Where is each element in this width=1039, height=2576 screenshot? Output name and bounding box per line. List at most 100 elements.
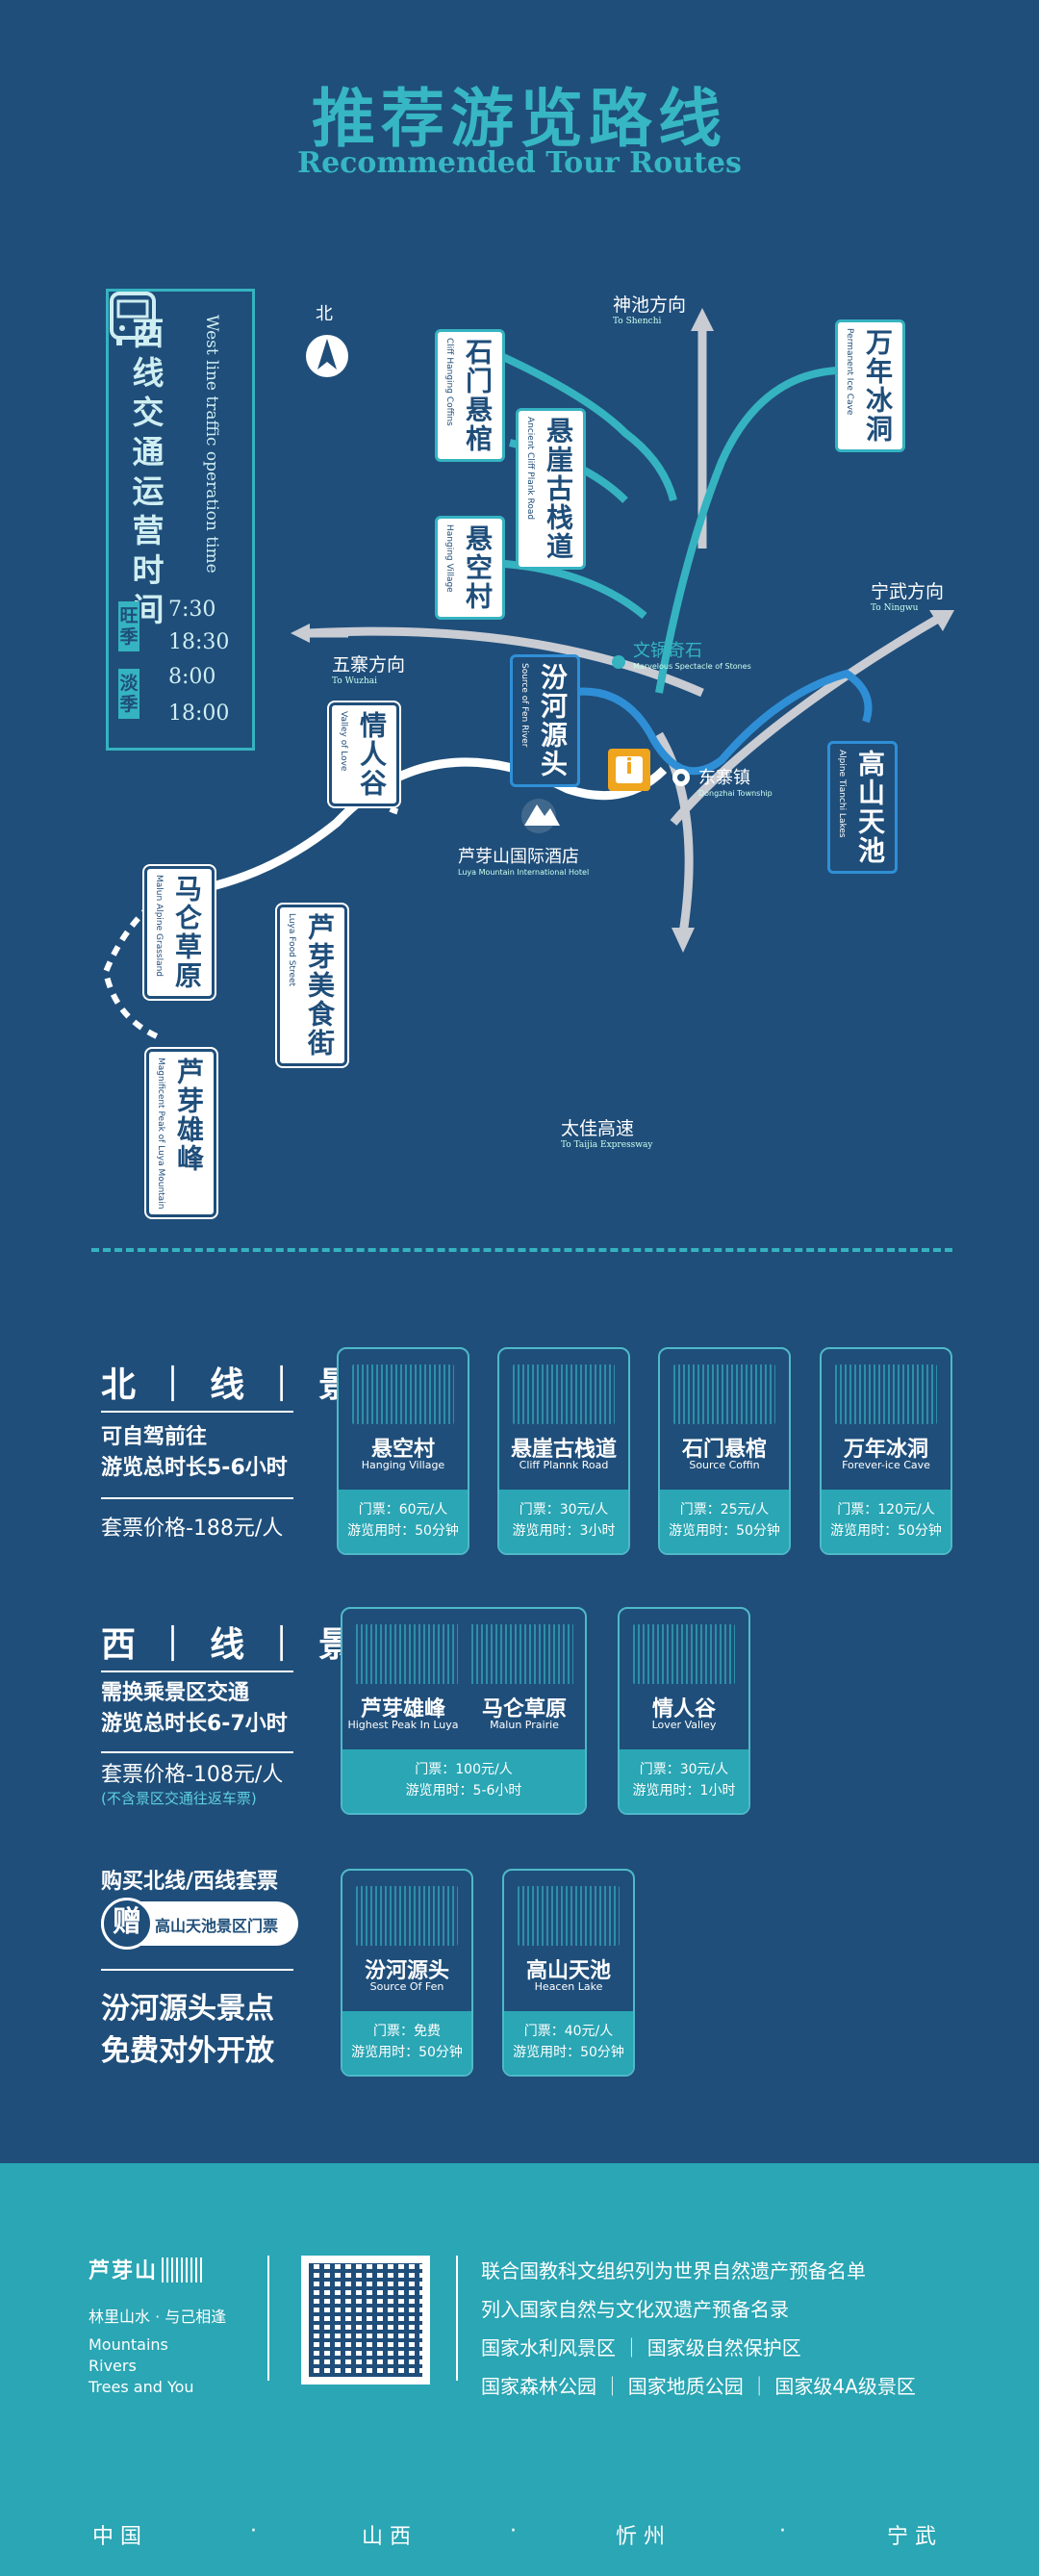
divider [101,1671,293,1672]
spot-name-en: Cliff Plannk Road [519,1459,609,1471]
page-title: 推荐游览路线 [312,82,727,156]
spot-info: 门票：25元/人游览用时：50分钟 [660,1490,789,1553]
spot-card-wannian[interactable]: 万年冰洞 Forever-ice Cave 门票：120元/人游览用时：50分钟 [820,1347,952,1555]
spot-name-en: Source Coffin [689,1459,760,1471]
spot-card-xuanya[interactable]: 悬崖古栈道 Cliff Plannk Road 门票：30元/人游览用时：3小时 [497,1347,630,1555]
north-label: 北 [316,304,333,324]
spot-image [518,1886,620,1946]
spot-info: 门票：30元/人游览用时：1小时 [620,1749,748,1813]
spot-card-xuankong[interactable]: 悬空村 Hanging Village 门票：60元/人游览用时：50分钟 [337,1347,469,1555]
west-line-desc2: 游览总时长6-7小时 [101,1712,288,1736]
gift-text: 高山天池景区门票 [155,1917,279,1935]
free-text: 汾河源头景点免费对外开放 [101,1992,274,2068]
spot-name-en: Highest Peak In Luya [347,1719,459,1731]
logo-mark [162,2257,204,2283]
west-line-note: (不含景区交通往返车票) [101,1790,257,1807]
timebox-title: 西线交通运营时间 [127,317,165,632]
divider [101,1969,293,1971]
west-line-desc1: 需换乘景区交通 [101,1681,250,1705]
logo: 芦芽山 [89,2259,159,2283]
west-line-timebox: 西线交通运营时间 West line traffic operation tim… [106,289,255,751]
off-end: 18:00 [168,701,230,726]
spot-name: 芦芽雄峰 [360,1697,445,1722]
divider [101,1497,293,1499]
spot-image [673,1365,775,1424]
spot-image [356,1886,458,1946]
spot-name: 马仑草原 [481,1697,567,1722]
spot-name-en: Lover Valley [651,1719,717,1731]
spot-image [356,1624,458,1684]
spot-name: 万年冰洞 [843,1438,928,1462]
spot-card-fenhe[interactable]: 汾河源头 Source Of Fen 门票：免费游览用时：50分钟 [341,1869,473,2077]
north-line-desc1: 可自驾前往 [101,1425,208,1449]
spot-card-luya-malun[interactable]: 芦芽雄峰 马仑草原 Highest Peak In Luya Malun Pra… [341,1607,587,1815]
peak-season-label: 旺季 [118,601,139,651]
section-divider [91,1248,952,1252]
spot-name: 汾河源头 [364,1959,449,1983]
spot-image [471,1624,573,1684]
spot-image [352,1365,454,1424]
north-line-desc2: 游览总时长5-6小时 [101,1456,288,1480]
spot-info: 门票：免费游览用时：50分钟 [342,2011,471,2075]
page-subtitle: Recommended Tour Routes [297,146,742,180]
info-icon: i [625,755,633,779]
spot-info: 门票：60元/人游览用时：50分钟 [339,1490,468,1553]
spot-image [513,1365,615,1424]
honors-list: 联合国教科文组织列为世界自然遗产预备名单 列入国家自然与文化双遗产预备名录 国家… [481,2259,916,2398]
gift-badge: 赠 [101,1898,153,1950]
spot-info: 门票：100元/人游览用时：5-6小时 [342,1749,585,1813]
spot-card-qingren[interactable]: 情人谷 Lover Valley 门票：30元/人游览用时：1小时 [618,1607,750,1815]
bus-icon [110,292,156,345]
gift-pill: 赠 高山天池景区门票 [101,1898,298,1950]
spot-name: 情人谷 [651,1697,716,1722]
spot-info: 门票：120元/人游览用时：50分钟 [822,1490,950,1553]
spot-image [835,1365,937,1424]
gift-line: 购买北线/西线套票 [101,1870,279,1894]
off-start: 8:00 [168,665,216,689]
off-season-label: 淡季 [118,669,139,719]
spot-name: 高山天池 [525,1959,611,1983]
divider [101,1411,293,1413]
spot-name-en: Malun Prairie [490,1719,559,1731]
timebox-en: West line traffic operation time [202,315,221,574]
qr-code[interactable] [301,2256,430,2385]
spot-card-shimen[interactable]: 石门悬棺 Source Coffin 门票：25元/人游览用时：50分钟 [658,1347,791,1555]
spot-info: 门票：40元/人游览用时：50分钟 [504,2011,633,2075]
slogan: 林里山水 · 与己相逢 [89,2308,227,2326]
spot-card-gaoshan[interactable]: 高山天池 Heacen Lake 门票：40元/人游览用时：50分钟 [502,1869,635,2077]
spot-image [633,1624,735,1684]
spot-name: 悬空村 [370,1438,435,1462]
spot-name-en: Source Of Fen [369,1980,444,1993]
spot-info: 门票：30元/人游览用时：3小时 [499,1490,628,1553]
north-line-price: 套票价格-188元/人 [101,1517,284,1541]
route-map: i 北 西线交通运营时间 West line traffic operation… [87,269,981,1218]
divider [101,1751,293,1753]
divider [267,2256,269,2381]
west-line-price: 套票价格-108元/人 [101,1763,284,1787]
spot-name: 悬崖古栈道 [510,1438,617,1462]
peak-end: 18:30 [168,630,230,654]
spot-name-en: Hanging Village [361,1459,445,1471]
spot-name: 石门悬棺 [681,1438,767,1462]
spot-name-en: Heacen Lake [534,1980,603,1993]
spot-name-en: Forever-ice Cave [842,1459,930,1471]
